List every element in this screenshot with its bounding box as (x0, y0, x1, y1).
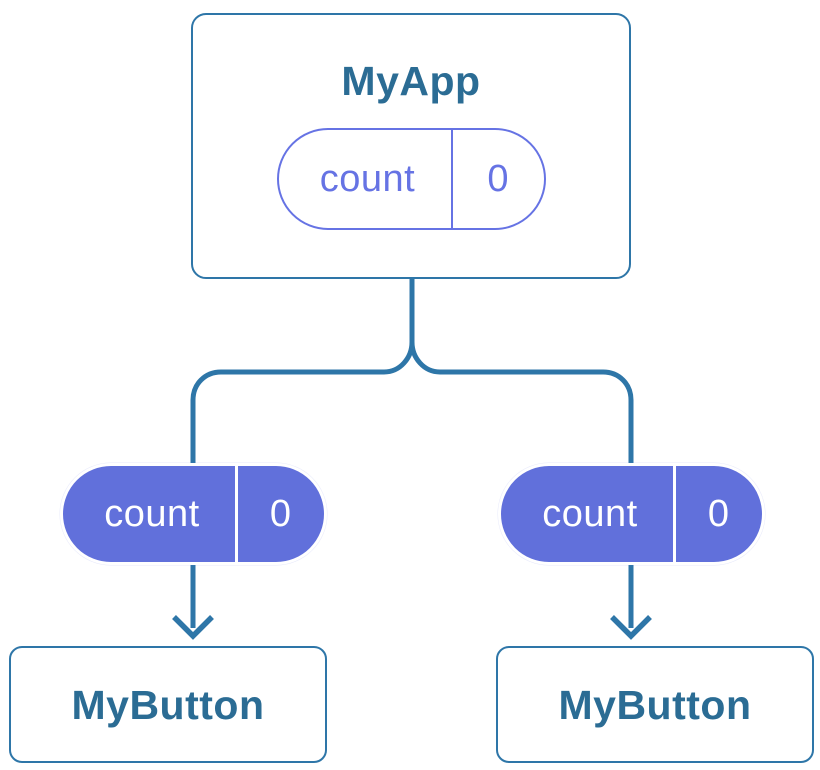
pill-divider (235, 466, 238, 562)
prop-name-label: count (104, 492, 200, 535)
fork-left-branch-line (190, 341, 415, 465)
prop-value: 0 (707, 492, 730, 535)
child-component-title: MyButton (558, 681, 752, 728)
left-props-pill: count 0 (60, 463, 327, 565)
pill-divider (673, 466, 676, 562)
parent-component-title: MyApp (341, 58, 481, 104)
prop-value: 0 (269, 492, 292, 535)
left-arrow-head-icon (172, 615, 214, 640)
fork-right-branch-line (409, 341, 634, 465)
right-props-pill: count 0 (498, 463, 765, 565)
prop-name-label: count (542, 492, 638, 535)
parent-component-card: MyApp count 0 (191, 13, 631, 279)
state-name-label: count (319, 157, 416, 200)
parent-state-pill: count 0 (276, 128, 546, 230)
pill-divider (450, 130, 453, 228)
state-value: 0 (487, 157, 510, 200)
right-arrow-head-icon (610, 615, 652, 640)
right-child-component-card: MyButton (496, 646, 814, 763)
child-component-title: MyButton (71, 681, 265, 728)
left-child-component-card: MyButton (9, 646, 327, 763)
